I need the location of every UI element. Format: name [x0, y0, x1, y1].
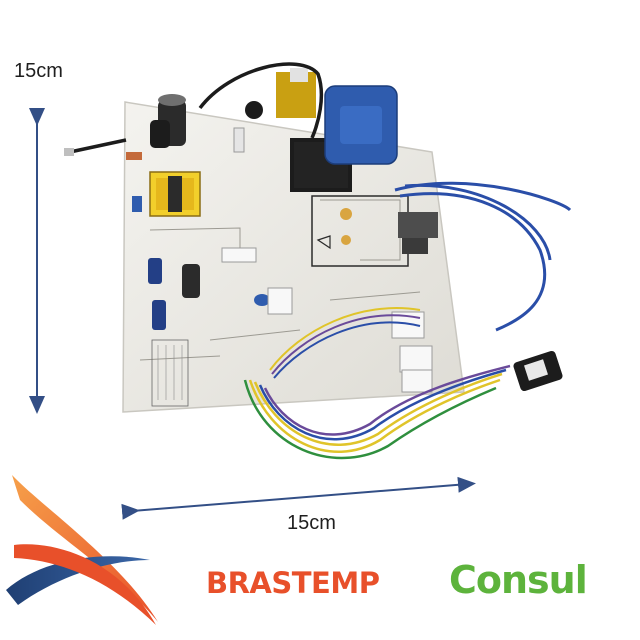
wire-blue-cable — [394, 181, 572, 332]
dimension-label-horizontal: 15cm — [287, 512, 336, 534]
brand-name-consul: Consul — [449, 558, 588, 602]
relay — [290, 138, 352, 192]
chip — [398, 212, 438, 254]
capacitor-large — [150, 94, 186, 148]
blue-capacitor — [324, 85, 398, 165]
dimension-arrow-horizontal — [121, 476, 476, 520]
wire-harness — [243, 307, 563, 460]
brand-name-brastemp: BRASTEMP — [206, 566, 380, 600]
connector-white — [221, 247, 433, 393]
capacitor-small — [148, 258, 270, 330]
resistors — [126, 101, 352, 245]
dimension-label-vertical: 15cm — [14, 60, 63, 82]
transformer — [149, 171, 201, 217]
swoosh-logo-icon — [6, 475, 158, 625]
yellow-relay — [276, 68, 316, 118]
wire-black — [64, 62, 324, 156]
